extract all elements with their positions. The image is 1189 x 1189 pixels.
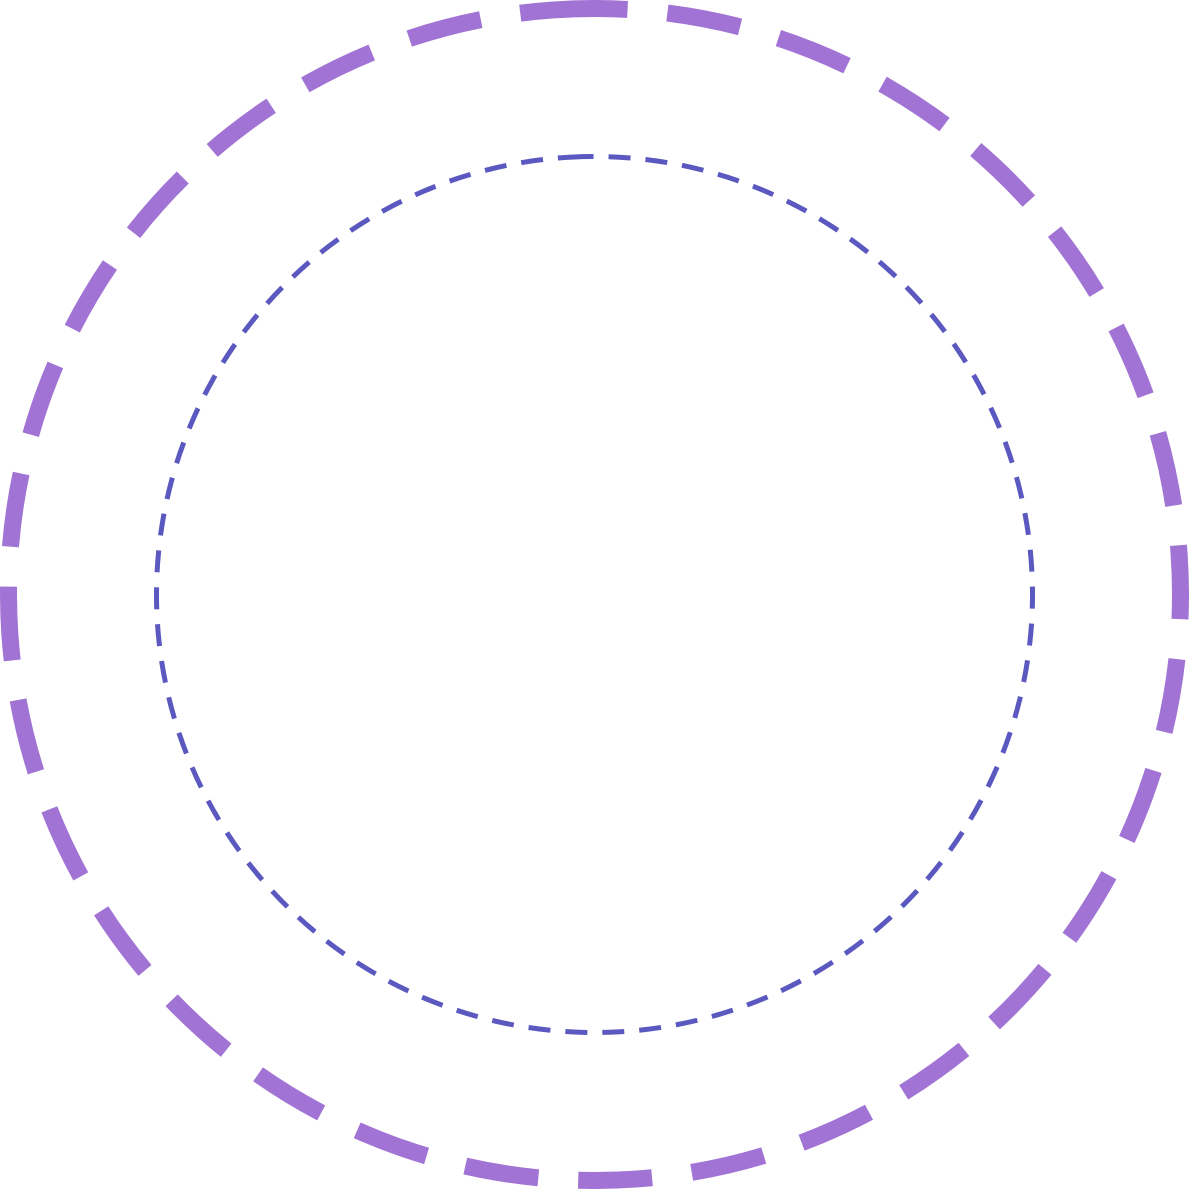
inner-dashed-ring-icon xyxy=(153,154,1035,1036)
